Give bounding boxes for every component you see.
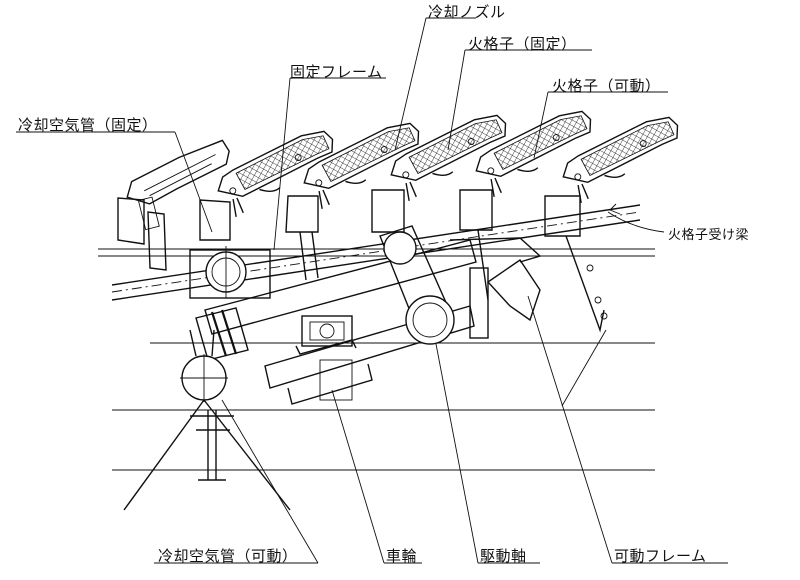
grate-modules bbox=[126, 107, 692, 231]
label-fixed-frame: 固定フレーム bbox=[290, 63, 383, 81]
label-drive-shaft: 駆動軸 bbox=[480, 547, 527, 565]
label-cooling-nozzle: 冷却ノズル bbox=[428, 3, 506, 21]
label-cooling-air-pipe-movable: 冷却空気管（可動） bbox=[158, 547, 298, 565]
label-movable-frame: 可動フレーム bbox=[614, 547, 707, 565]
label-grate-support-beam: 火格子受け梁 bbox=[668, 228, 750, 243]
label-cooling-air-pipe-fixed: 冷却空気管（固定） bbox=[18, 116, 158, 134]
movable-frame-members bbox=[204, 237, 542, 405]
leader-lines bbox=[16, 17, 728, 564]
wheel-assembly bbox=[295, 315, 357, 355]
grate-support-beam bbox=[111, 204, 641, 301]
label-grate-movable: 火格子（可動） bbox=[552, 77, 661, 95]
reference-lines bbox=[98, 248, 655, 471]
drive-lever bbox=[379, 225, 455, 345]
movable-cooling-pipe bbox=[123, 329, 291, 511]
label-wheel: 車輪 bbox=[386, 547, 418, 565]
grate-brackets bbox=[117, 189, 608, 333]
pipe-connection bbox=[195, 307, 249, 361]
label-grate-fixed: 火格子（固定） bbox=[468, 35, 577, 53]
fixed-frame bbox=[189, 246, 271, 299]
